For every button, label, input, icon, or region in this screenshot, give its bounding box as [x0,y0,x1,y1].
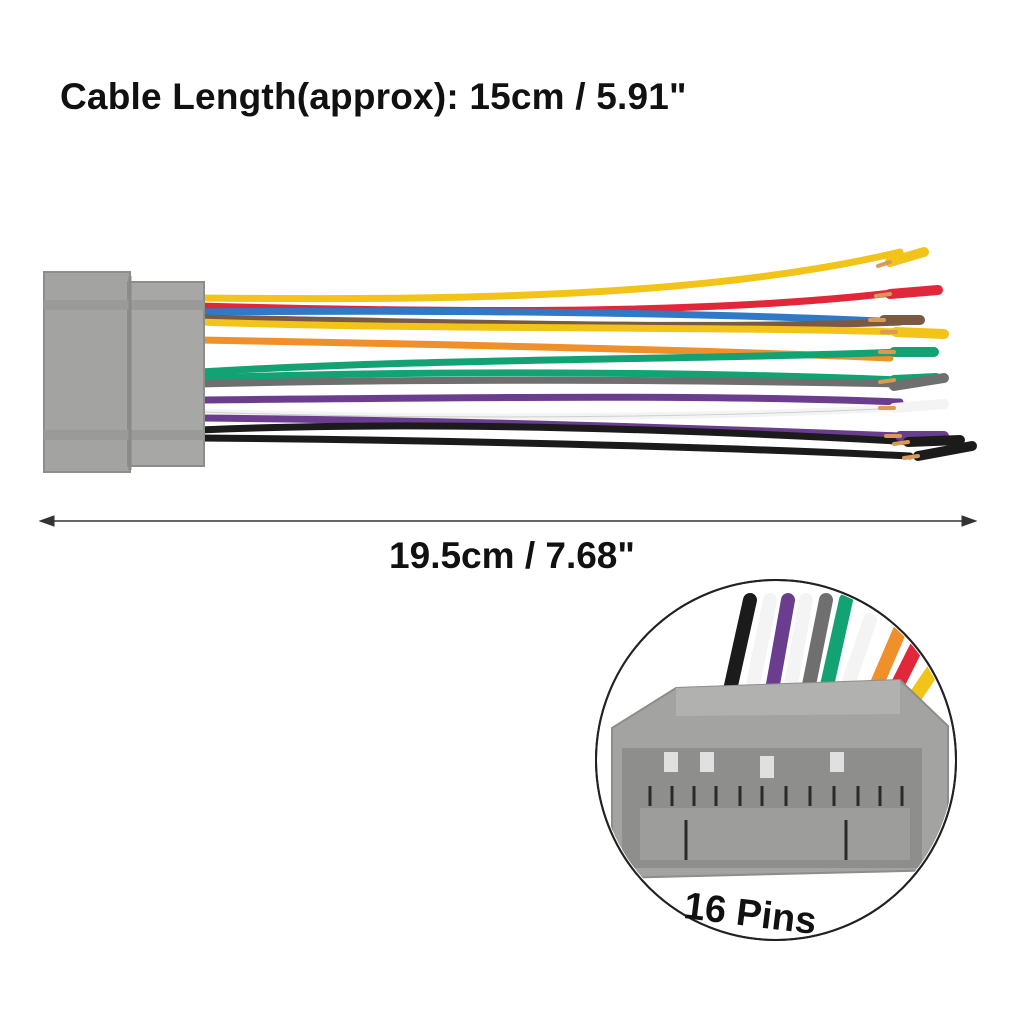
wire-end-gray [889,373,949,391]
wire-end-white [889,399,949,413]
wire-green-1 [196,348,909,376]
wire-end-yellow-2 [891,327,949,339]
wire-black-1 [196,422,919,446]
connector-closeup-inset [595,579,957,941]
connector-housing [43,271,205,473]
dimension-arrow [38,515,978,527]
cable-length-caption: Cable Length(approx): 15cm / 5.91" [60,76,687,117]
wire-bundle [196,248,919,460]
wire-end-yellow [885,247,929,267]
wire-gray [196,376,904,388]
wire-yellow-2 [196,318,904,336]
wire-blue [196,307,904,326]
wire-end-black-2 [913,441,977,461]
wire-white-outline [199,407,901,418]
wire-yellow-1 [196,248,904,303]
wire-black-2 [196,434,914,460]
copper-tips [868,260,920,460]
overall-length-label: 19.5cm / 7.68" [389,535,635,576]
wire-end-red [885,285,943,299]
wire-ends [868,247,977,461]
wire-end-black [903,435,965,447]
wire-purple-1 [196,393,904,406]
wire-green-2 [196,369,904,384]
